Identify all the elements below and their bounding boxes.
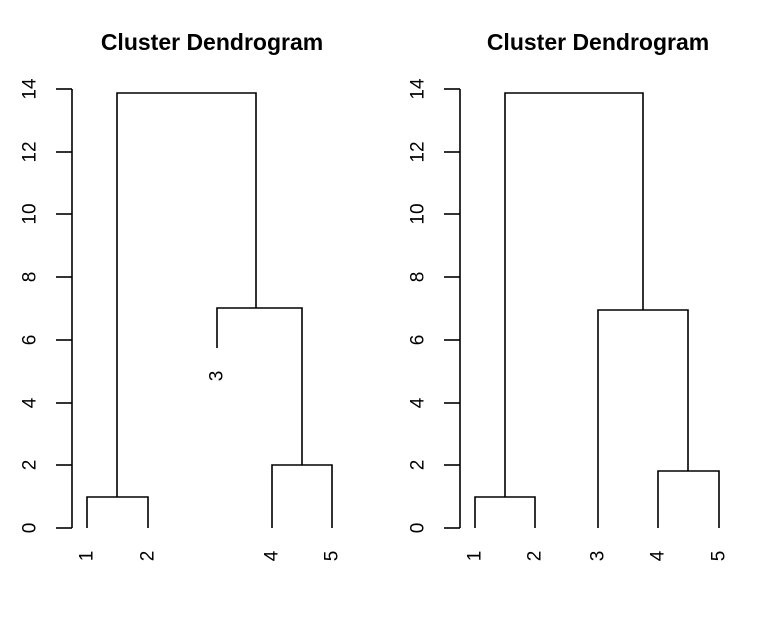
right-dendrogram-panel: Cluster Dendrogram 14 12 10 8 6 4 2 0 [408,29,730,561]
right-leaf-label-4: 4 [648,550,669,561]
left-leaf-label-1: 1 [77,551,98,562]
right-merge-root [504,92,644,497]
left-leaf-label-5: 5 [322,551,343,562]
left-leaf-label-4: 4 [262,550,283,561]
left-merge-root [116,92,257,497]
left-merge-4-5 [271,464,333,528]
left-merge-3-45 [216,307,303,465]
right-tick-label-10: 10 [408,203,429,224]
left-dendrogram-panel: Cluster Dendrogram 14 12 10 8 6 4 2 0 [20,29,343,561]
left-tick-label-12: 12 [20,141,41,162]
left-tick-label-0: 0 [20,523,41,534]
right-tick-label-0: 0 [408,523,429,534]
left-tick-label-14: 14 [20,78,41,100]
right-plot-title: Cluster Dendrogram [487,29,709,55]
right-tick-label-12: 12 [408,141,429,162]
right-merge-1-2 [474,496,536,528]
right-leaf-label-3: 3 [588,551,609,562]
right-tick-label-8: 8 [408,272,429,283]
left-plot-title: Cluster Dendrogram [101,29,323,55]
right-tick-label-4: 4 [408,397,429,408]
right-tick-label-2: 2 [408,460,429,471]
right-tick-label-6: 6 [408,335,429,346]
left-merge-1-2 [86,496,149,528]
left-tick-label-8: 8 [20,272,41,283]
right-leaf-label-2: 2 [525,551,546,562]
right-leaf-label-5: 5 [709,551,730,562]
right-merge-3-45 [597,309,689,528]
left-tick-label-4: 4 [20,397,41,408]
left-leaf-label-3: 3 [207,371,228,382]
right-tick-label-14: 14 [408,78,429,100]
right-merge-4-5 [657,470,720,528]
left-tick-label-6: 6 [20,335,41,346]
left-tick-label-2: 2 [20,460,41,471]
right-leaf-label-1: 1 [465,551,486,562]
left-leaf-label-2: 2 [138,551,159,562]
left-tick-label-10: 10 [20,203,41,224]
